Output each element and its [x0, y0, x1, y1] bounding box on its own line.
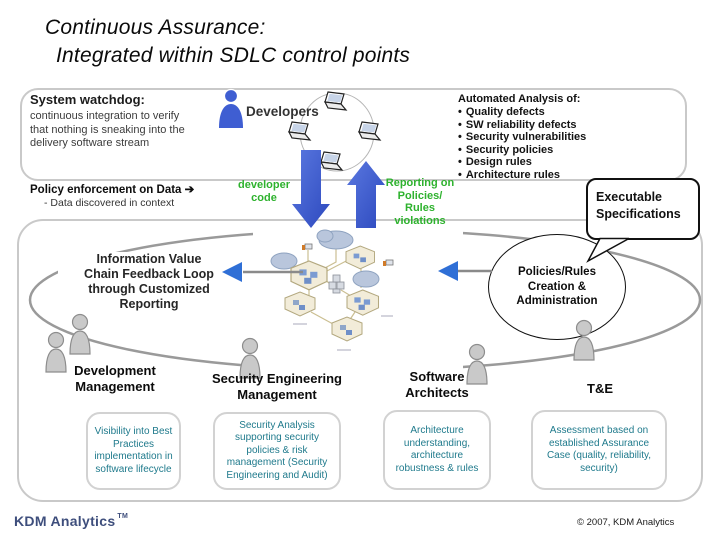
reporting-line: Policies/	[397, 189, 443, 202]
developers-label: Developers	[246, 104, 319, 119]
column-header-software-architects: Software Architects	[372, 369, 502, 400]
header-line: Management	[237, 386, 317, 402]
column-box-te: Assessment based on established Assuranc…	[531, 410, 667, 490]
analysis-item: •Security policies	[458, 144, 668, 157]
header-line: Security Engineering	[211, 371, 343, 386]
bubble-line: Policies/Rules	[518, 266, 596, 279]
policy-enforcement-subtext: - Data discovered in context	[44, 197, 175, 209]
feedback-loop-text: Information Value Chain Feedback Loop th…	[58, 252, 240, 312]
logo-text: KDM Analytics	[14, 513, 116, 529]
analysis-item-label: Design rules	[465, 156, 532, 169]
column-box-text: Architecture understanding, architecture…	[395, 425, 479, 474]
feedback-line: Information Value	[96, 252, 202, 266]
analysis-item-label: SW reliability defects	[465, 118, 577, 131]
analysis-item: •Design rules	[458, 156, 668, 169]
analysis-item: •Security vulnerabilities	[458, 131, 668, 144]
watchdog-body: continuous integration to verify that no…	[30, 110, 185, 149]
analysis-item-label: Security policies	[465, 143, 554, 156]
column-box-text: Security Analysis supporting security po…	[226, 419, 328, 481]
column-box-text: Assessment based on established Assuranc…	[546, 425, 652, 474]
reporting-line: Rules	[405, 202, 435, 214]
analysis-item-label: Quality defects	[465, 106, 545, 118]
callout-line: Executable	[596, 190, 663, 204]
bubble-line: Creation &	[527, 280, 587, 293]
header-line: Architects	[405, 384, 469, 400]
developer-code-line: developer	[238, 179, 290, 191]
bullet-icon: •	[458, 118, 462, 131]
developer-code-line: code	[251, 191, 277, 204]
policy-enforcement-heading: Policy enforcement on Data ➔	[30, 184, 195, 196]
bubble-line: Administration	[516, 295, 598, 308]
bullet-icon: •	[458, 168, 462, 181]
callout-line: Specifications	[596, 207, 681, 221]
column-header-development-management: Development Management	[40, 363, 190, 394]
building-icons	[284, 245, 380, 342]
analysis-item: •SW reliability defects	[458, 119, 668, 132]
watchdog-heading: System watchdog:	[30, 92, 145, 107]
feedback-line: through Customized	[88, 282, 210, 296]
page-title: Continuous Assurance:	[45, 16, 266, 39]
analysis-item: •Quality defects	[458, 106, 668, 119]
analysis-item-label: Architecture rules	[465, 168, 561, 181]
page-subtitle: Integrated within SDLC control points	[56, 44, 411, 67]
header-line: Management	[75, 378, 155, 394]
copyright-text: © 2007, KDM Analytics	[577, 517, 675, 528]
reporting-label: Reporting on Policies/ Rules violations	[377, 177, 463, 227]
automated-analysis-list: Automated Analysis of: •Quality defects …	[458, 93, 668, 182]
column-box-software-architects: Architecture understanding, architecture…	[383, 410, 491, 490]
developer-code-label: developer code	[228, 179, 300, 204]
bullet-icon: •	[458, 156, 462, 169]
column-box-text: Visibility into Best Practices implement…	[94, 426, 173, 475]
reporting-line: Reporting on	[385, 177, 455, 189]
column-header-security-engineering: Security Engineering Management	[192, 371, 362, 402]
trademark-mark: TM	[117, 513, 129, 521]
reporting-line: violations	[394, 214, 446, 227]
bullet-icon: •	[458, 106, 462, 118]
column-header-te: T&E	[540, 381, 660, 397]
column-box-security-engineering: Security Analysis supporting security po…	[213, 412, 341, 490]
feedback-line: Chain Feedback Loop	[84, 267, 214, 281]
analysis-item: •Architecture rules	[458, 169, 668, 182]
bullet-icon: •	[458, 131, 462, 144]
analysis-item-label: Security vulnerabilities	[465, 131, 587, 144]
executable-specifications-callout: Executable Specifications	[586, 178, 700, 240]
header-line: T&E	[587, 381, 613, 396]
column-box-development-management: Visibility into Best Practices implement…	[86, 412, 181, 490]
bullet-icon: •	[458, 143, 462, 156]
policies-rules-bubble: Policies/Rules Creation & Administration	[488, 234, 626, 340]
feedback-line: Reporting	[119, 297, 179, 311]
header-line: Software	[409, 369, 465, 384]
header-line: Development	[74, 363, 156, 378]
analysis-heading: Automated Analysis of:	[458, 93, 581, 105]
